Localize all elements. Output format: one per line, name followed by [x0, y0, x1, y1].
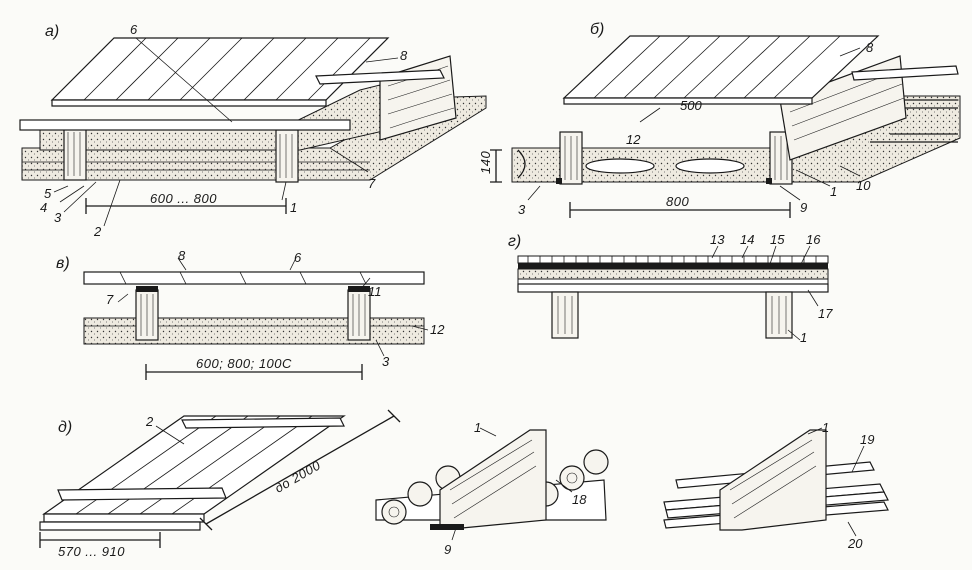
panel-d-callout-16: 16	[806, 232, 821, 247]
panel-a-callout-7: 7	[368, 176, 376, 191]
panel-g: 1 19 20	[663, 420, 889, 551]
panel-c-floor-boards	[83, 271, 425, 285]
panel-e-callout-2: 2	[145, 414, 154, 429]
panel-b-callout-8: 8	[866, 40, 874, 55]
panel-d: г) 13 14 15 16 17 1	[508, 232, 833, 345]
panel-a-nailer	[19, 119, 351, 131]
panel-g-callout-19: 19	[860, 432, 874, 447]
panel-c-callout-7: 7	[106, 292, 114, 307]
panel-d-layers	[517, 255, 829, 293]
panel-a-callout-1: 1	[290, 200, 297, 215]
panel-a-letter: a)	[45, 23, 59, 40]
panel-d-callout-15: 15	[770, 232, 785, 247]
panel-c-callout-11: 11	[368, 284, 382, 299]
panel-f-callout-18: 18	[572, 492, 587, 507]
panel-a-dimension: 600 ... 800	[150, 191, 217, 206]
panel-f-joist	[439, 429, 547, 529]
panel-b-callout-9: 9	[800, 200, 807, 215]
panel-a-callout-3: 3	[54, 210, 62, 225]
panel-c-slab	[83, 317, 425, 345]
panel-c-callout-3: 3	[382, 354, 390, 369]
panel-a-callout-4: 4	[40, 200, 47, 215]
panel-a-callout-5: 5	[44, 186, 52, 201]
panel-b-board-8	[851, 65, 959, 81]
panel-a: a) 600 ... 800 6 8 7 5 4 3 2	[19, 22, 487, 239]
panel-b-letter: б)	[590, 21, 604, 38]
panel-a-callout-6: 6	[130, 22, 138, 37]
panel-f-callout-9: 9	[444, 542, 451, 557]
panel-c-letter: в)	[56, 255, 70, 272]
panel-g-joist	[719, 429, 827, 531]
panel-c-callout-8: 8	[178, 248, 186, 263]
panel-b-beam	[779, 55, 907, 161]
panel-b: б) 800 140 500 8 1	[478, 21, 961, 218]
panel-b-floor-deck	[562, 35, 880, 105]
panel-b-dimension: 800	[666, 194, 689, 209]
panel-b-inner-dim: 500	[680, 98, 702, 113]
panel-b-callout-3: 3	[518, 202, 526, 217]
panel-a-callout-2: 2	[93, 224, 102, 239]
panel-b-callout-12: 12	[626, 132, 641, 147]
panel-a-joist-left	[63, 127, 87, 181]
panel-e-letter: д)	[58, 419, 72, 436]
panel-b-callout-10: 10	[856, 178, 871, 193]
panel-b-voids	[517, 149, 745, 179]
panel-a-joist-right	[275, 129, 299, 183]
panel-c-callout-6: 6	[294, 250, 302, 265]
panel-d-callout-1: 1	[800, 330, 807, 345]
panel-g-callout-1: 1	[822, 420, 829, 435]
panel-c-dimension: 600; 800; 100С	[196, 356, 292, 371]
panel-f: 1 18 9	[375, 420, 609, 557]
panel-d-callout-17: 17	[818, 306, 833, 321]
panel-e-dimension-long: до 2000	[272, 457, 323, 495]
panel-a-callout-8: 8	[400, 48, 408, 63]
panel-d-callout-13: 13	[710, 232, 725, 247]
panel-d-callout-14: 14	[740, 232, 754, 247]
panel-e: д) до 2000 570 ... 910 2	[39, 409, 401, 559]
panel-f-callout-1: 1	[474, 420, 481, 435]
panel-d-letter: г)	[508, 233, 521, 250]
panel-a-board-8	[315, 69, 445, 85]
panel-a-floor-deck	[50, 37, 390, 107]
panel-b-callout-1: 1	[830, 184, 837, 199]
panel-e-dimension-width: 570 ... 910	[58, 544, 125, 559]
panel-b-height-dim: 140	[478, 151, 493, 174]
panel-c-callout-12: 12	[430, 322, 445, 337]
panel-g-callout-20: 20	[847, 536, 863, 551]
panel-c: в) 600; 800; 100С 8 6 7 11 12 3	[56, 248, 445, 380]
